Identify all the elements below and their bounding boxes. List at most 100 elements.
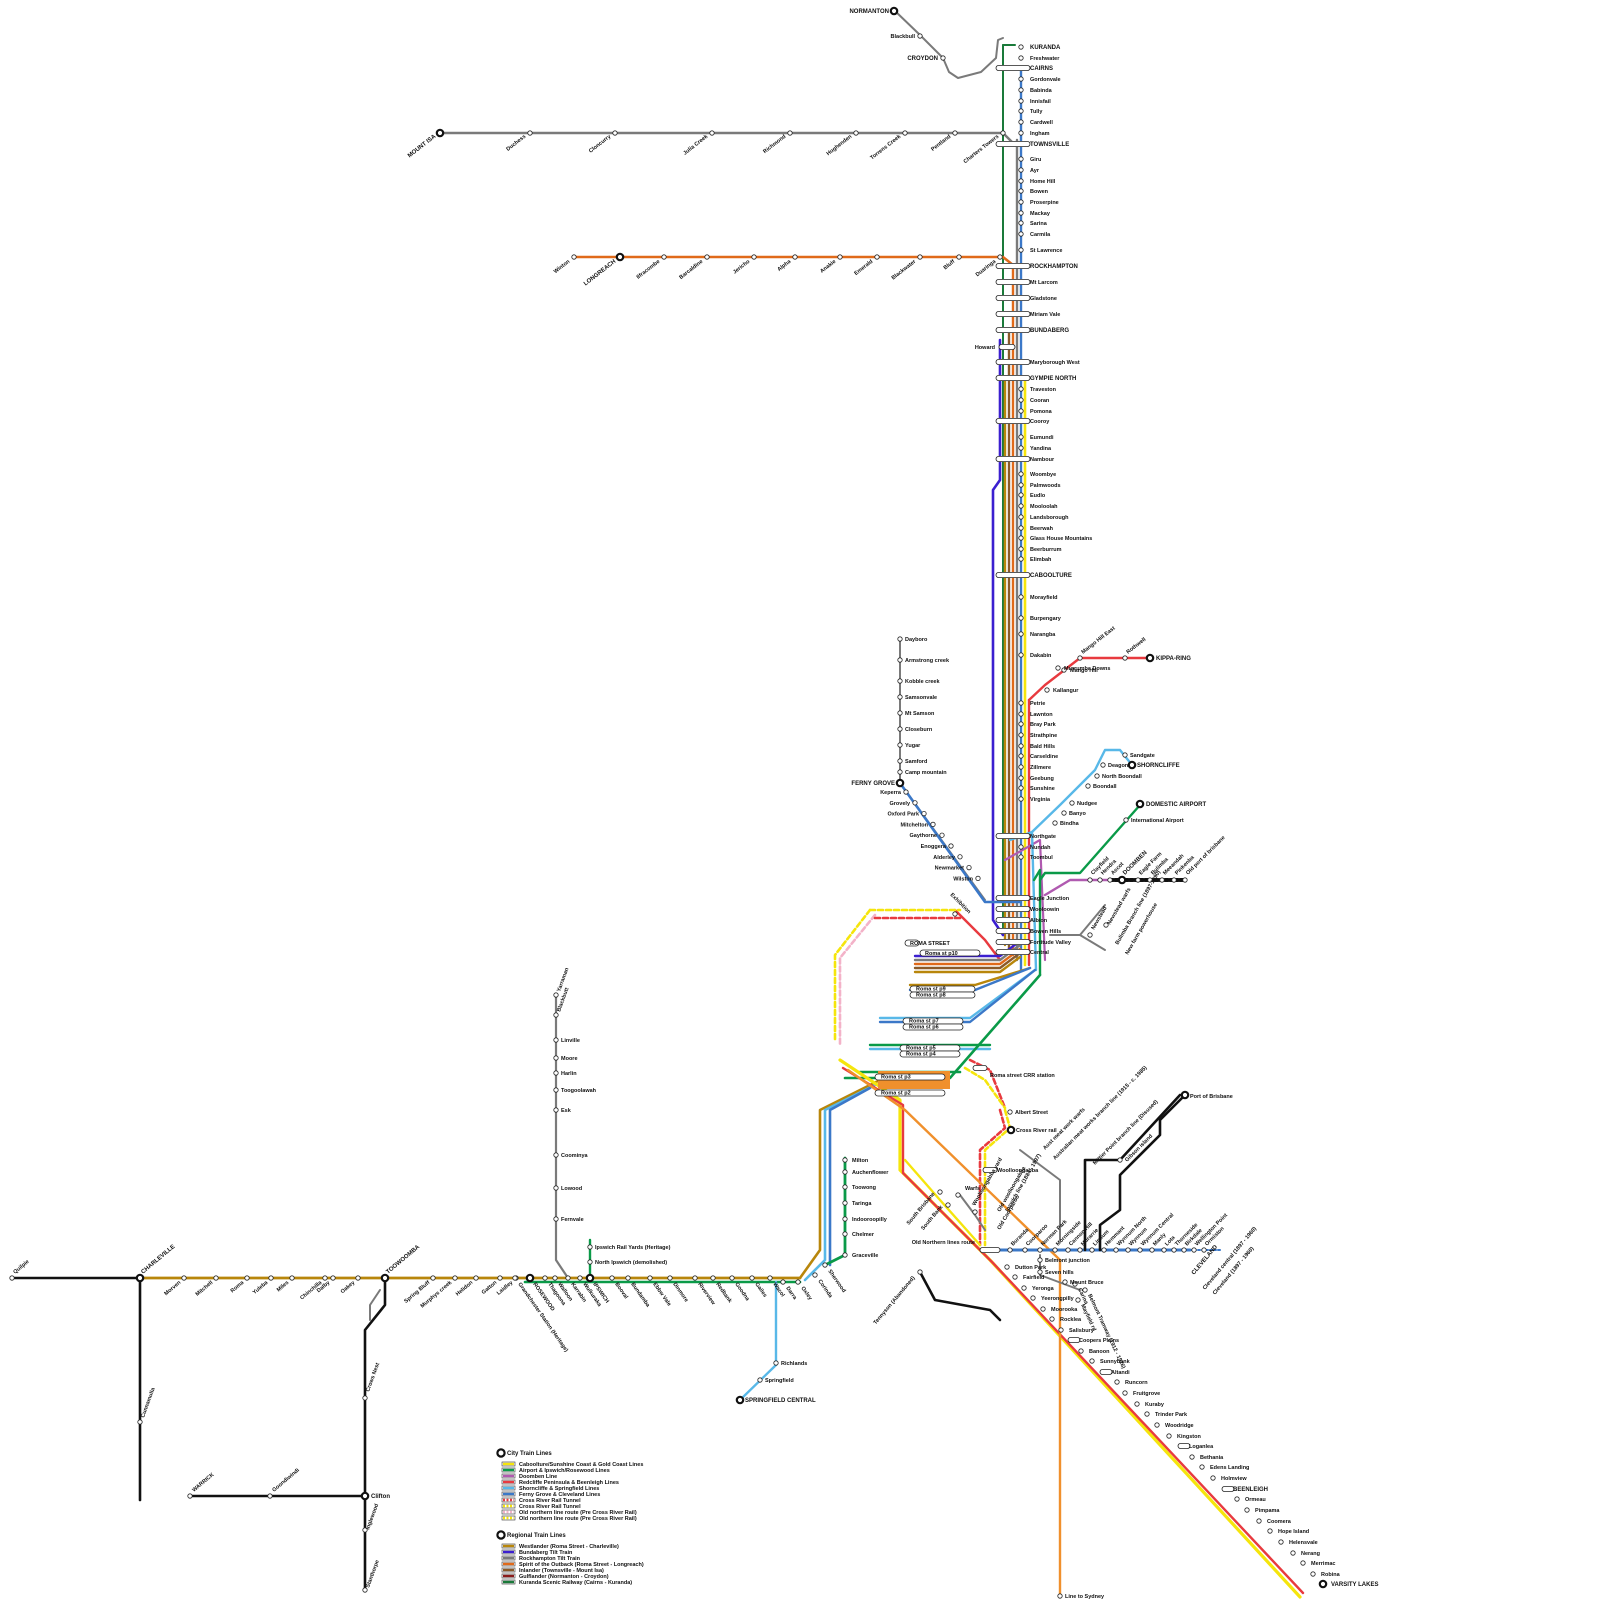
station-marker[interactable]: [1018, 108, 1024, 114]
station-marker[interactable]: [1021, 1285, 1027, 1291]
station-marker[interactable]: [1018, 482, 1024, 488]
station-marker[interactable]: [1078, 1348, 1084, 1354]
station-marker[interactable]: [903, 789, 909, 795]
station-marker[interactable]: [874, 254, 880, 260]
interchange-marker[interactable]: [1099, 1369, 1113, 1376]
station-marker[interactable]: [1290, 1550, 1296, 1556]
station-marker[interactable]: [380, 1273, 390, 1283]
station-marker[interactable]: [939, 832, 945, 838]
station-marker[interactable]: [553, 1070, 559, 1076]
station-marker[interactable]: [952, 911, 958, 917]
station-marker[interactable]: [853, 130, 859, 136]
station-marker[interactable]: [1018, 631, 1024, 637]
station-marker[interactable]: [945, 1202, 951, 1208]
station-marker[interactable]: [1072, 1281, 1078, 1287]
station-marker[interactable]: [1000, 130, 1006, 136]
station-marker[interactable]: [1018, 167, 1024, 173]
station-marker[interactable]: [1018, 386, 1024, 392]
station-marker[interactable]: [615, 252, 625, 262]
station-marker[interactable]: [1234, 1496, 1240, 1502]
station-marker[interactable]: [181, 1275, 187, 1281]
station-marker[interactable]: [1018, 178, 1024, 184]
station-marker[interactable]: [512, 1275, 518, 1281]
roma-platform[interactable]: [902, 1023, 964, 1031]
station-marker[interactable]: [751, 254, 757, 260]
station-marker[interactable]: [1107, 877, 1113, 883]
station-marker[interactable]: [1101, 1247, 1107, 1253]
station-marker[interactable]: [661, 254, 667, 260]
roma-platform[interactable]: [909, 991, 976, 999]
interchange-marker[interactable]: [995, 939, 1031, 946]
station-marker[interactable]: [1182, 877, 1188, 883]
interchange-marker[interactable]: [1177, 1443, 1191, 1450]
station-marker[interactable]: [1189, 1454, 1195, 1460]
interchange-marker[interactable]: [995, 294, 1031, 301]
station-marker[interactable]: [1018, 130, 1024, 136]
station-marker[interactable]: [553, 1185, 559, 1191]
station-marker[interactable]: [1181, 1247, 1187, 1253]
station-marker[interactable]: [1018, 119, 1024, 125]
station-marker[interactable]: [1040, 1306, 1046, 1312]
station-marker[interactable]: [355, 1275, 361, 1281]
station-marker[interactable]: [1061, 667, 1067, 673]
roma-street-marker[interactable]: [904, 939, 920, 947]
station-marker[interactable]: [1300, 1560, 1306, 1566]
interchange-marker[interactable]: [995, 455, 1031, 462]
station-marker[interactable]: [137, 1419, 143, 1425]
station-marker[interactable]: [1052, 820, 1058, 826]
station-marker[interactable]: [1018, 471, 1024, 477]
station-marker[interactable]: [322, 1275, 328, 1281]
station-marker[interactable]: [1122, 752, 1128, 758]
station-marker[interactable]: [1135, 877, 1141, 883]
station-marker[interactable]: [897, 678, 903, 684]
interchange-marker[interactable]: [995, 417, 1031, 424]
station-marker[interactable]: [897, 726, 903, 732]
station-marker[interactable]: [1018, 700, 1024, 706]
interchange-marker[interactable]: [1221, 1486, 1235, 1493]
station-marker[interactable]: [1117, 875, 1127, 885]
station-marker[interactable]: [812, 1272, 818, 1278]
interchange-marker[interactable]: [995, 895, 1031, 902]
station-marker[interactable]: [1097, 877, 1103, 883]
station-marker[interactable]: [1244, 1507, 1250, 1513]
station-marker[interactable]: [1256, 1518, 1262, 1524]
station-marker[interactable]: [330, 1275, 336, 1281]
station-marker[interactable]: [966, 864, 972, 871]
station-marker[interactable]: [268, 1275, 274, 1281]
interchange-marker[interactable]: [995, 358, 1031, 365]
station-marker[interactable]: [362, 1395, 368, 1401]
station-marker[interactable]: [435, 128, 445, 138]
station-marker[interactable]: [585, 1273, 595, 1283]
station-marker[interactable]: [955, 1192, 961, 1198]
station-marker[interactable]: [889, 6, 899, 16]
station-marker[interactable]: [577, 1275, 583, 1281]
station-marker[interactable]: [842, 1216, 848, 1222]
station-marker[interactable]: [1018, 503, 1024, 509]
station-marker[interactable]: [1061, 810, 1067, 816]
station-marker[interactable]: [780, 1279, 786, 1285]
interchange-marker[interactable]: [995, 65, 1031, 72]
station-marker[interactable]: [842, 1231, 848, 1237]
station-marker[interactable]: [612, 130, 618, 136]
station-marker[interactable]: [917, 254, 923, 260]
station-marker[interactable]: [609, 1275, 615, 1281]
station-marker[interactable]: [1018, 434, 1024, 440]
station-marker[interactable]: [1018, 764, 1024, 770]
interchange-marker[interactable]: [995, 949, 1031, 956]
station-marker[interactable]: [917, 1269, 923, 1275]
station-marker[interactable]: [1012, 1274, 1018, 1280]
station-marker[interactable]: [553, 1055, 559, 1061]
station-marker[interactable]: [1123, 817, 1129, 823]
station-marker[interactable]: [527, 130, 533, 136]
interchange-marker[interactable]: [995, 572, 1031, 579]
station-marker[interactable]: [1018, 514, 1024, 520]
station-marker[interactable]: [1087, 932, 1093, 938]
station-marker[interactable]: [792, 254, 798, 260]
station-marker[interactable]: [571, 254, 577, 260]
station-marker[interactable]: [553, 1037, 559, 1043]
station-marker[interactable]: [767, 1275, 773, 1281]
station-marker[interactable]: [1018, 397, 1024, 403]
station-marker[interactable]: [553, 992, 559, 998]
station-marker[interactable]: [1114, 1379, 1120, 1385]
station-marker[interactable]: [497, 1275, 503, 1281]
